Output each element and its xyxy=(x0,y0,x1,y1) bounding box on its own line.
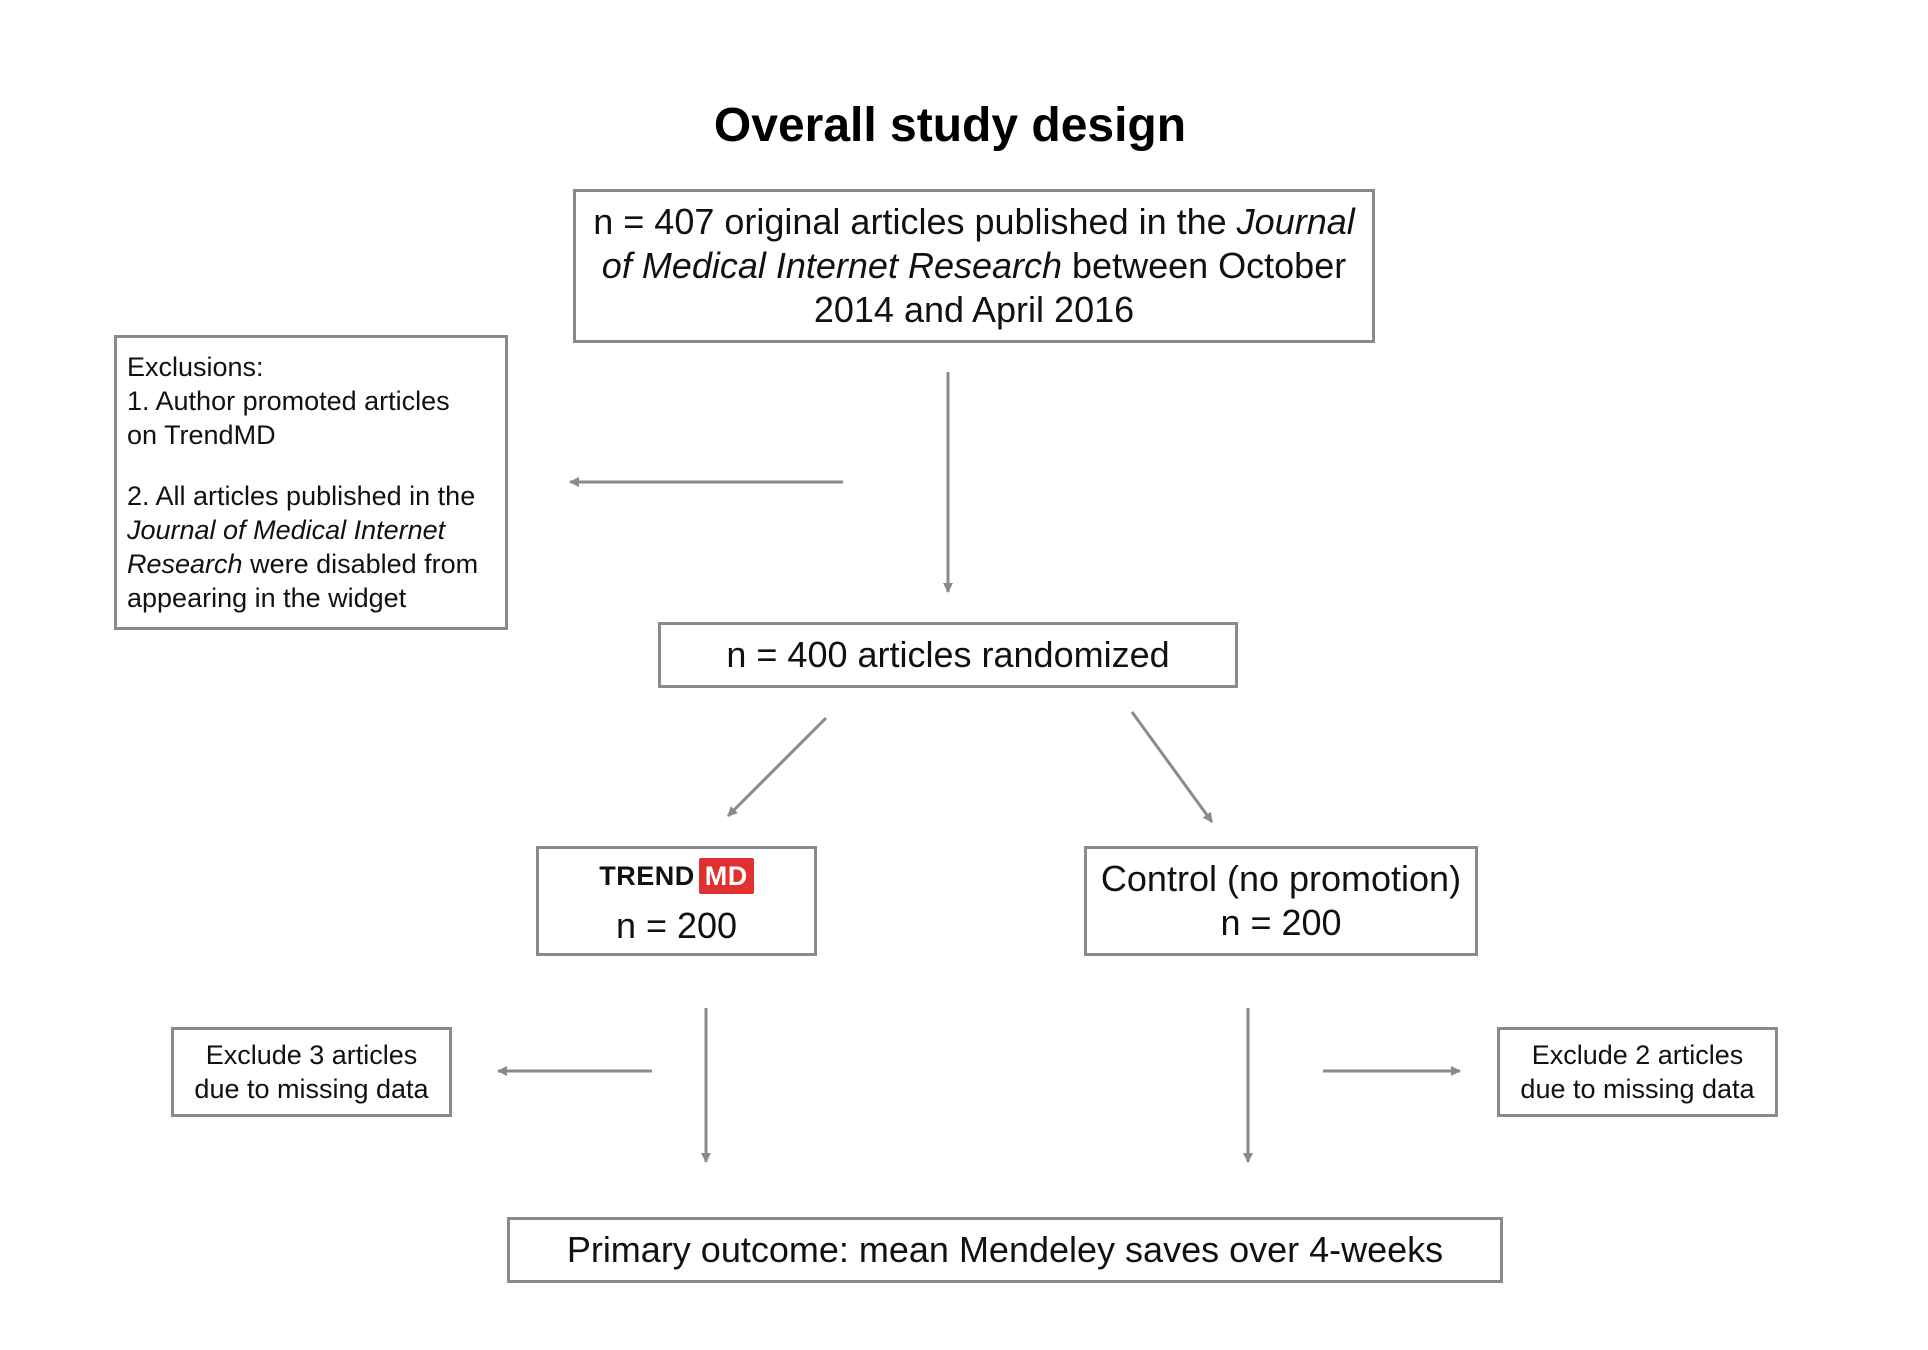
randomized-label: n = 400 articles randomized xyxy=(726,634,1170,675)
trendmd-logo-trend: TREND xyxy=(599,861,695,891)
exclusions-heading: Exclusions: xyxy=(127,352,264,382)
exclusion-item-2-line-3: Research were disabled from xyxy=(127,549,479,579)
exclusion-item-2-line-1: 2. All articles published in the xyxy=(127,481,476,511)
trendmd-logo-md: MD xyxy=(698,858,754,894)
exclusions-box: Exclusions: 1. Author promoted articles … xyxy=(114,335,508,630)
arrow-randomized-to-control xyxy=(1130,711,1214,823)
articles-line-2: of Medical Internet Research between Oct… xyxy=(601,245,1347,286)
exclude-left-box: Exclude 3 articles due to missing data xyxy=(171,1027,452,1117)
diagram-title: Overall study design xyxy=(713,99,1187,152)
trendmd-box: TREND MD n = 200 xyxy=(536,846,817,956)
exclusion-item-1-line-2: on TrendMD xyxy=(127,420,276,450)
control-box: Control (no promotion) n = 200 xyxy=(1084,846,1478,956)
exclude-right-box: Exclude 2 articles due to missing data xyxy=(1497,1027,1778,1117)
control-n: n = 200 xyxy=(1220,902,1342,943)
trendmd-n: n = 200 xyxy=(615,905,738,946)
exclude-left-line-2: due to missing data xyxy=(194,1074,429,1104)
trendmd-logo: TREND MD xyxy=(599,854,754,898)
outcome-box: Primary outcome: mean Mendeley saves ove… xyxy=(507,1217,1503,1283)
articles-line-1: n = 407 original articles published in t… xyxy=(593,201,1355,242)
outcome-label: Primary outcome: mean Mendeley saves ove… xyxy=(566,1229,1444,1270)
arrow-randomized-to-trendmd xyxy=(726,716,828,818)
randomized-box: n = 400 articles randomized xyxy=(658,622,1238,688)
exclude-right-line-2: due to missing data xyxy=(1520,1074,1755,1104)
exclude-left-line-1: Exclude 3 articles xyxy=(205,1040,418,1070)
control-label: Control (no promotion) xyxy=(1100,858,1462,899)
exclude-right-line-1: Exclude 2 articles xyxy=(1531,1040,1744,1070)
exclusion-item-2-line-4: appearing in the widget xyxy=(127,583,407,613)
exclusion-item-1-line-1: 1. Author promoted articles xyxy=(127,386,450,416)
articles-box: n = 407 original articles published in t… xyxy=(573,189,1375,343)
exclusion-item-2-line-2: Journal of Medical Internet xyxy=(127,515,446,545)
articles-line-3: 2014 and April 2016 xyxy=(813,289,1135,330)
